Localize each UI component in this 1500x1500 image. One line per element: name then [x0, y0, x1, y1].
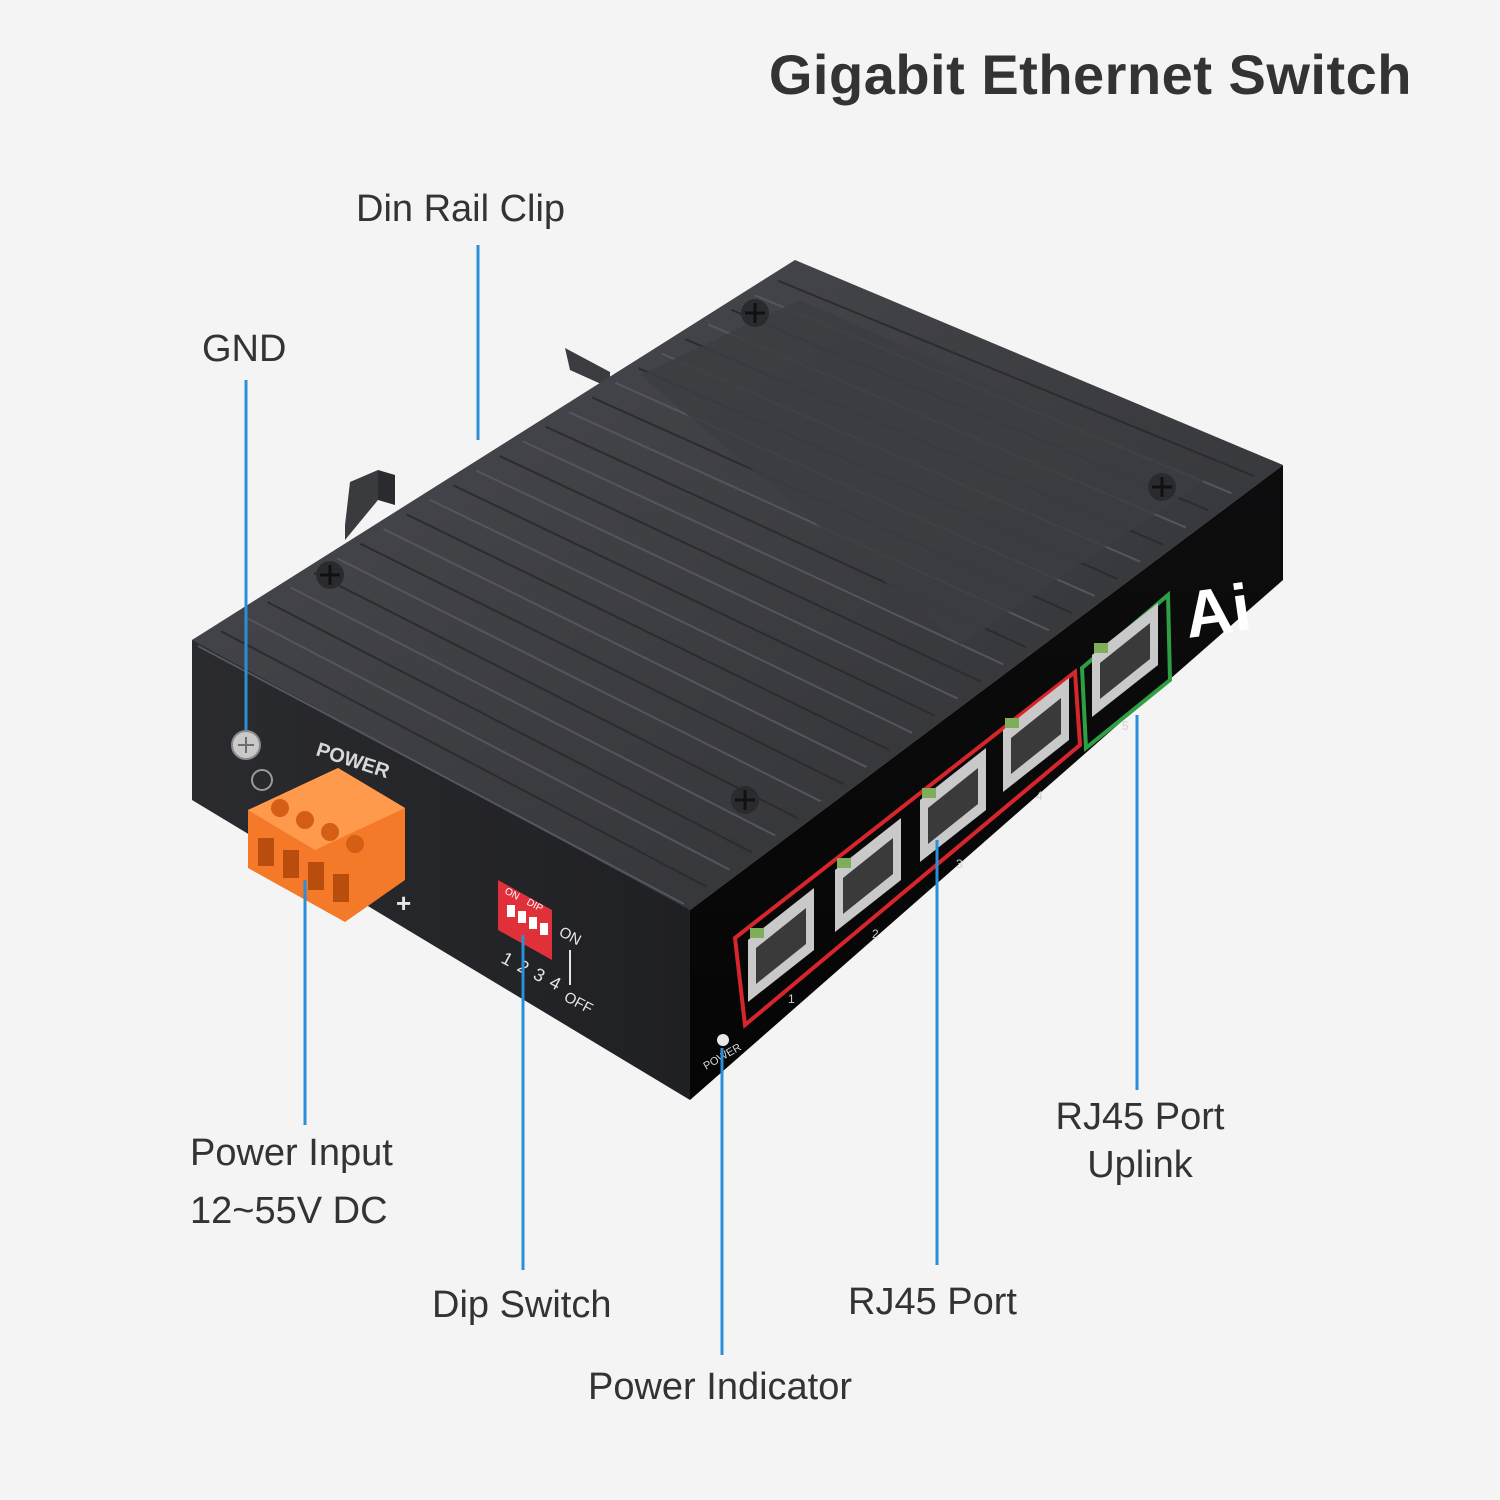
- rj45-port-socket: [756, 908, 806, 984]
- brand-logo: Ai: [1180, 569, 1256, 651]
- heatsink-ridge: [197, 645, 685, 905]
- label-power-indicator: Power Indicator: [588, 1366, 853, 1408]
- port-led-icon: [750, 928, 764, 938]
- rj45-port-socket: [843, 838, 893, 914]
- label-gnd: GND: [202, 328, 287, 370]
- heatsink-ridge: [429, 498, 913, 734]
- label-rj45-uplink-line1: RJ45 Port: [1055, 1096, 1225, 1138]
- heatsink-ridge: [267, 601, 753, 854]
- heatsink-ridge: [522, 440, 1004, 666]
- port-led-icon: [1094, 643, 1108, 653]
- rj45-port-socket: [1100, 623, 1150, 699]
- label-dip-switch: Dip Switch: [432, 1284, 612, 1326]
- label-din-rail-clip: Din Rail Clip: [356, 188, 566, 230]
- power-led-icon: [717, 1034, 729, 1046]
- label-rj45-port: RJ45 Port: [848, 1281, 1017, 1323]
- port-number: 3: [956, 857, 963, 871]
- port-number: 1: [788, 992, 795, 1006]
- heatsink-ridge: [452, 484, 936, 717]
- heatsink-ridge: [220, 630, 708, 888]
- heatsink-ridge: [777, 279, 1255, 478]
- port-led-icon: [922, 788, 936, 798]
- rj45-port-socket: [928, 768, 978, 844]
- label-power-input-voltage: 12~55V DC: [190, 1190, 388, 1232]
- terminal-polarity: +: [396, 888, 411, 918]
- din-rail-clip: [345, 348, 610, 540]
- dip-switch: [498, 880, 552, 960]
- port-number-row: 1 2 3 4 5: [788, 719, 1129, 1006]
- port-led-icon: [837, 858, 851, 868]
- poe-ports-frame: [732, 668, 1083, 1029]
- rj45-port-socket: [1011, 698, 1061, 774]
- heatsink-ridge: [475, 469, 959, 700]
- port-number: 4: [1036, 789, 1043, 803]
- heatsink-ridge: [359, 542, 845, 786]
- screw-icon: [316, 299, 1176, 814]
- label-rj45-uplink: RJ45 Port Uplink: [1040, 1093, 1240, 1189]
- power-terminal-block: [248, 768, 405, 922]
- heatsink-ridge: [290, 586, 776, 837]
- heatsink-ridge: [313, 572, 799, 820]
- heatsink-ridge: [243, 615, 731, 871]
- port-number: 5: [1122, 719, 1129, 733]
- heatsink-ridge: [383, 528, 867, 768]
- heatsink-ridge: [336, 557, 822, 803]
- page-title: Gigabit Ethernet Switch: [768, 43, 1412, 106]
- heatsink-ridge: [499, 455, 981, 683]
- rj45-ports: [748, 603, 1158, 1002]
- label-power-input-line1: Power Input: [190, 1132, 393, 1174]
- label-power-input: Power Input 12~55V DC: [190, 1124, 393, 1240]
- top-panel: [640, 300, 1205, 645]
- leader-lines: [244, 245, 1139, 1355]
- port-number: 2: [872, 927, 879, 941]
- gnd-screw-icon: [231, 730, 273, 791]
- heatsink-ridge: [406, 513, 890, 751]
- label-rj45-uplink-line2: Uplink: [1087, 1144, 1193, 1186]
- port-led-icon: [1005, 718, 1019, 728]
